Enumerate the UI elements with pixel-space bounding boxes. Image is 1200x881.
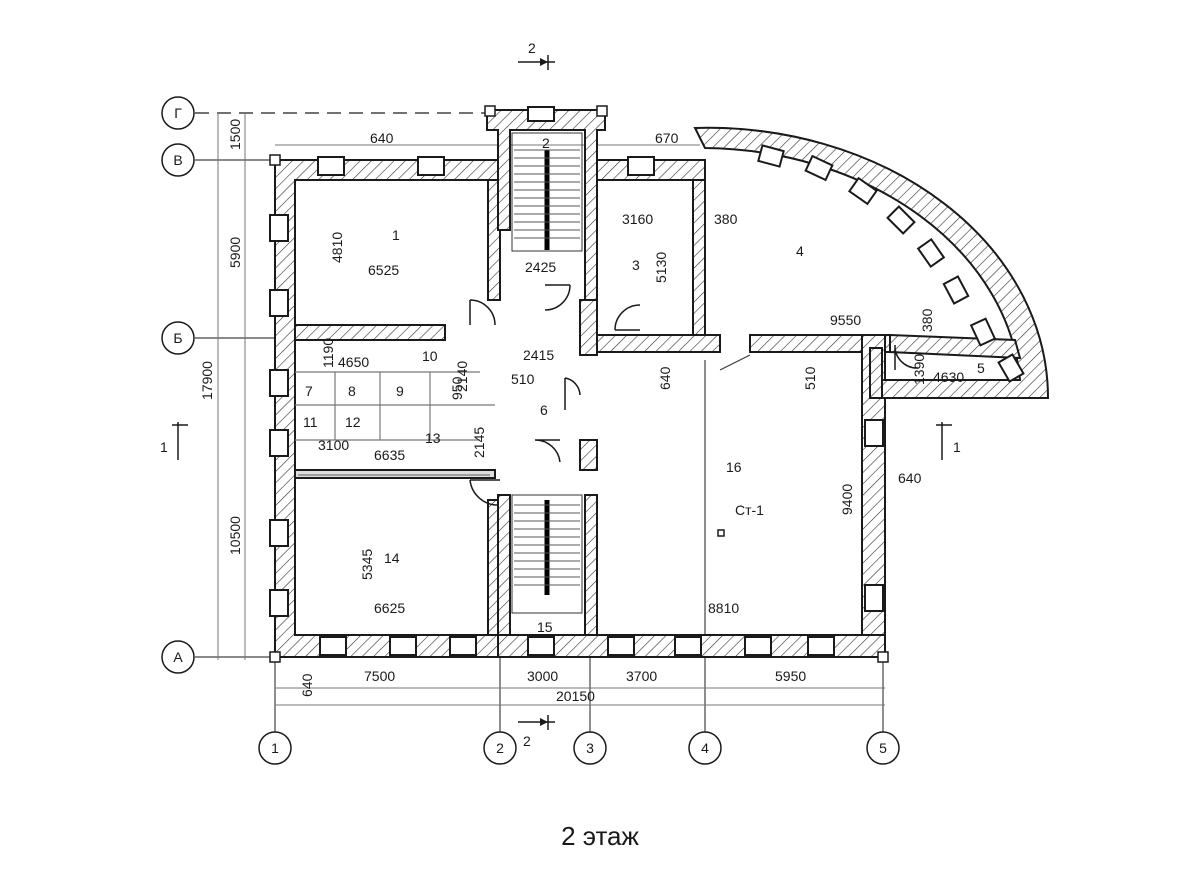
stair-top <box>511 132 583 252</box>
stair-bottom <box>511 494 583 614</box>
axis-label-a: А <box>173 649 183 665</box>
dim-10500: 10500 <box>227 516 243 555</box>
dim-3100: 3100 <box>318 437 349 453</box>
dim-1390: 1390 <box>911 354 927 385</box>
dim-2140: 2140 <box>454 361 470 392</box>
section-mark-right: 1 <box>953 439 961 455</box>
doors <box>469 284 919 506</box>
axis-label-3: 3 <box>586 740 594 756</box>
axis-bubble-5 <box>866 731 900 765</box>
walls <box>274 109 1050 658</box>
section-mark-left: 1 <box>160 439 168 455</box>
partitions <box>295 371 495 476</box>
axis-bubble-2 <box>483 731 517 765</box>
dim-3160: 3160 <box>622 211 653 227</box>
floor-caption: 2 этаж <box>561 821 639 851</box>
dim-1190: 1190 <box>320 338 336 368</box>
axis-bubble-g <box>161 96 195 130</box>
room-number-8: 8 <box>348 383 356 399</box>
dim-1500: 1500 <box>227 119 243 150</box>
dim-510-a: 510 <box>511 371 535 387</box>
room-number-5: 5 <box>977 360 985 376</box>
axis-bubbles: Г В Б А 1 2 3 4 5 <box>161 96 900 765</box>
dim-5900: 5900 <box>227 237 243 268</box>
room-number-13: 13 <box>425 430 441 446</box>
dim-380-b: 380 <box>919 308 935 332</box>
room-number-10: 10 <box>422 348 438 364</box>
room-number-2: 2 <box>542 135 550 151</box>
room-number-15: 15 <box>537 619 553 635</box>
axis-label-4: 4 <box>701 740 709 756</box>
grid-axes <box>195 112 885 735</box>
dim-8810: 8810 <box>708 600 739 616</box>
axis-label-v: В <box>173 152 182 168</box>
axis-bubble-3 <box>573 731 607 765</box>
axis-label-2: 2 <box>496 740 504 756</box>
room-number-7: 7 <box>305 383 313 399</box>
corner-columns <box>269 105 889 663</box>
axis-bubble-4 <box>688 731 722 765</box>
room-number-1: 1 <box>392 227 400 243</box>
dim-510-b: 510 <box>802 366 818 390</box>
column-st1-marker <box>717 529 725 537</box>
dim-670: 670 <box>655 130 679 146</box>
axis-bubble-a <box>161 640 195 674</box>
room-number-3: 3 <box>632 257 640 273</box>
dim-4650: 4650 <box>338 354 369 370</box>
dim-7500: 7500 <box>364 668 395 684</box>
room-number-4: 4 <box>796 243 804 259</box>
axis-bubble-1 <box>258 731 292 765</box>
axis-label-1: 1 <box>271 740 279 756</box>
room-number-14: 14 <box>384 550 400 566</box>
dim-640-bottom: 640 <box>299 673 315 697</box>
dimension-labels: 1500 5900 17900 10500 640 670 4810 6525 … <box>199 119 964 704</box>
dim-20150: 20150 <box>556 688 595 704</box>
axis-label-g: Г <box>174 105 182 121</box>
axis-bubble-v <box>161 143 195 177</box>
dim-2425: 2425 <box>525 259 556 275</box>
dim-17900: 17900 <box>199 361 215 400</box>
dim-640-right: 640 <box>898 470 922 486</box>
room-number-16: 16 <box>726 459 742 475</box>
dim-3000: 3000 <box>527 668 558 684</box>
dim-3700: 3700 <box>626 668 657 684</box>
dim-2145: 2145 <box>471 427 487 458</box>
dim-380-a: 380 <box>714 211 738 227</box>
room-numbers: 1 2 3 4 5 6 7 8 9 10 11 12 13 14 15 16 С… <box>303 135 985 635</box>
dim-5950: 5950 <box>775 668 806 684</box>
axis-label-b: Б <box>173 330 182 346</box>
section-mark-top: 2 <box>528 40 536 56</box>
windows <box>269 106 1025 656</box>
dim-640-mid: 640 <box>657 366 673 390</box>
room-number-9: 9 <box>396 383 404 399</box>
dim-2415: 2415 <box>523 347 554 363</box>
room-number-6: 6 <box>540 402 548 418</box>
dim-9400: 9400 <box>839 484 855 515</box>
dim-5130: 5130 <box>653 252 669 283</box>
axis-bubble-b <box>161 321 195 355</box>
dim-950: 950 <box>449 376 465 400</box>
room-number-12: 12 <box>345 414 361 430</box>
dim-4630: 4630 <box>933 369 964 385</box>
section-marks: 2 2 1 1 <box>160 40 961 749</box>
room-number-11: 11 <box>303 414 318 430</box>
dim-6635: 6635 <box>374 447 405 463</box>
dim-4810: 4810 <box>329 232 345 263</box>
dim-6525: 6525 <box>368 262 399 278</box>
dim-5345: 5345 <box>359 549 375 580</box>
dim-6625: 6625 <box>374 600 405 616</box>
dim-9550: 9550 <box>830 312 861 328</box>
column-mark-label: Ст-1 <box>735 502 764 518</box>
dim-640-top: 640 <box>370 130 394 146</box>
section-mark-bottom: 2 <box>523 733 531 749</box>
axis-label-5: 5 <box>879 740 887 756</box>
